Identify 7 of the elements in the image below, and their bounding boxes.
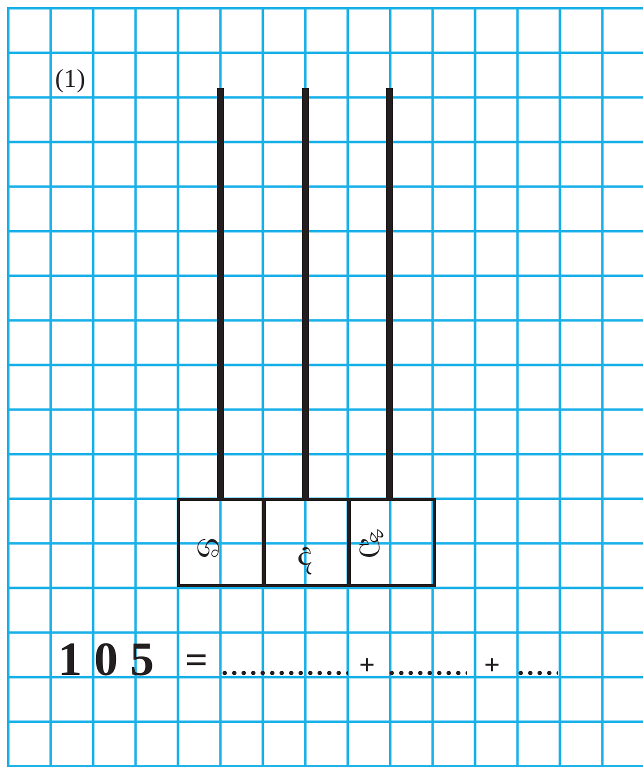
equals-sign: =	[185, 640, 208, 680]
place-value-box	[262, 498, 351, 587]
place-value-box	[177, 498, 266, 587]
problem-number: (1)	[55, 66, 86, 92]
plus-sign: +	[359, 652, 375, 680]
place-value-box	[347, 498, 436, 587]
plus-sign: +	[484, 652, 500, 680]
